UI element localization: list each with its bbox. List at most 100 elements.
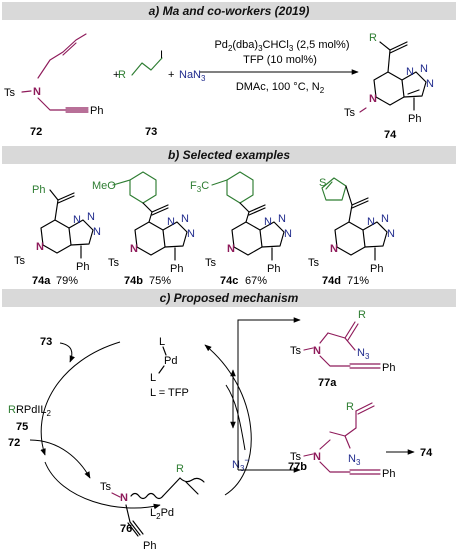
ts-74c: Ts [205, 257, 217, 269]
ts-77b: Ts [290, 451, 302, 463]
example-74c: F3C N N N Ph N Ts 74c 67% [190, 171, 292, 287]
catalytic-cycle-arc [40, 341, 121, 456]
n1-74b: N [167, 216, 175, 228]
n4-74c: N [227, 243, 235, 255]
n2-74a: N [87, 211, 95, 223]
iodide-73: I [160, 49, 163, 61]
label-74-final: 74 [420, 447, 433, 459]
pd-catalyst: L Pd L L = TFP [150, 336, 189, 399]
header-a-text: a) Ma and co-workers (2019) [149, 4, 310, 18]
ph-77b: Ph [382, 468, 395, 480]
plus-2: + [168, 69, 174, 81]
ph-77a: Ph [382, 362, 395, 374]
ph-74: Ph [408, 113, 421, 125]
substrate-73: R I 73 [118, 49, 163, 138]
n1-74c: N [264, 216, 272, 228]
l2pd-76: L2Pd [150, 507, 174, 521]
n4-74: N [369, 93, 377, 105]
n2-74b: N [181, 213, 189, 225]
rpdil2: RRPdIL2 [8, 404, 52, 418]
example-74d: S N N N Ph N Ts 74d 71% [308, 177, 395, 287]
label-76: 76 [120, 523, 132, 535]
f3c-74c: F3C [190, 180, 209, 194]
ph-76: Ph [143, 540, 156, 552]
label-73: 73 [145, 126, 157, 138]
label-74a: 74a [32, 275, 51, 287]
yield-74c: 67% [245, 275, 267, 287]
l-bottom: L [150, 372, 156, 384]
label-75: 75 [16, 421, 28, 433]
r-77b: R [346, 401, 354, 413]
label-72: 72 [30, 126, 42, 138]
ph-74b: Ph [170, 263, 183, 275]
ph-72: Ph [90, 105, 103, 117]
pd-0: Pd [164, 355, 177, 367]
r-74: R [369, 32, 377, 44]
section-header-c: c) Proposed mechanism [2, 289, 456, 307]
n1-74a: N [73, 214, 81, 226]
cond-solvent: DMAc, 100 °C, N2 [236, 81, 325, 95]
ph-74a: Ph [32, 184, 45, 196]
n2-74c: N [278, 213, 286, 225]
label-74: 74 [384, 129, 397, 141]
n1-74d: N [367, 216, 375, 228]
ts-74a: Ts [14, 255, 26, 267]
azide-anion: N3− [232, 455, 250, 473]
l-top: L [159, 336, 165, 348]
label-74c: 74c [220, 275, 238, 287]
n-77b: N [313, 451, 321, 463]
ph2-74a: Ph [76, 261, 89, 273]
n3-77b: N3 [348, 453, 361, 467]
n3-74d: N [387, 228, 395, 240]
section-header-b: b) Selected examples [2, 146, 456, 164]
label-77a: 77a [318, 377, 337, 389]
section-header-a: a) Ma and co-workers (2019) [2, 2, 456, 20]
nan3-reagent: NaN3 [179, 69, 206, 83]
ts-74d: Ts [308, 257, 320, 269]
label-77b: 77b [288, 461, 307, 473]
n3-77a: N3 [357, 347, 370, 361]
label-72-mech: 72 [8, 437, 20, 449]
n4-74b: N [130, 243, 138, 255]
substrate-72: Ph N Ts 72 [4, 33, 103, 138]
n-72: N [33, 86, 41, 98]
header-b-text: b) Selected examples [168, 148, 290, 162]
cond-ligand: TFP (10 mol%) [243, 54, 317, 66]
n2-74: N [420, 63, 428, 75]
r-76: R [176, 463, 184, 475]
n3-74b: N [187, 228, 195, 240]
yield-74a: 79% [56, 275, 78, 287]
plus-1: + [113, 69, 119, 81]
r-73: R [118, 69, 126, 81]
intermediate-77a: Ts N R N3 Ph 77a [290, 309, 395, 389]
cond-catalyst: Pd2(dba)3CHCl3 (2,5 mol%) [214, 39, 349, 53]
n2-74d: N [381, 213, 389, 225]
label-74b: 74b [124, 275, 143, 287]
n3-74a: N [93, 226, 101, 238]
ph-74c: Ph [267, 263, 280, 275]
meo-74b: MeO [92, 180, 116, 192]
l-eq-tfp: L = TFP [150, 387, 189, 399]
ts-74b: Ts [108, 257, 120, 269]
n-76: N [120, 492, 128, 504]
ts-72: Ts [4, 87, 16, 99]
r-77a: R [358, 309, 366, 321]
example-74b: MeO N N N Ph N Ts 74b 75% [92, 171, 195, 287]
n-77a: N [313, 345, 321, 357]
header-c-text: c) Proposed mechanism [160, 291, 299, 305]
yield-74d: 71% [347, 275, 369, 287]
ph-74d: Ph [370, 263, 383, 275]
n1-74: N [406, 66, 414, 78]
n3-74: N [426, 78, 434, 90]
ts-76: Ts [100, 481, 112, 493]
label-74d: 74d [322, 275, 341, 287]
intermediate-76: Ts N R L2Pd Ph 76 [100, 463, 205, 552]
conditions: Pd2(dba)3CHCl3 (2,5 mol%) TFP (10 mol%) … [200, 39, 359, 95]
s-74d: S [319, 177, 326, 189]
n4-74d: N [330, 243, 338, 255]
product-74: R N N N Ph N Ts 74 [344, 32, 434, 141]
n3-74c: N [284, 228, 292, 240]
label-73-mech: 73 [40, 336, 52, 348]
n4-74a: N [36, 241, 44, 253]
